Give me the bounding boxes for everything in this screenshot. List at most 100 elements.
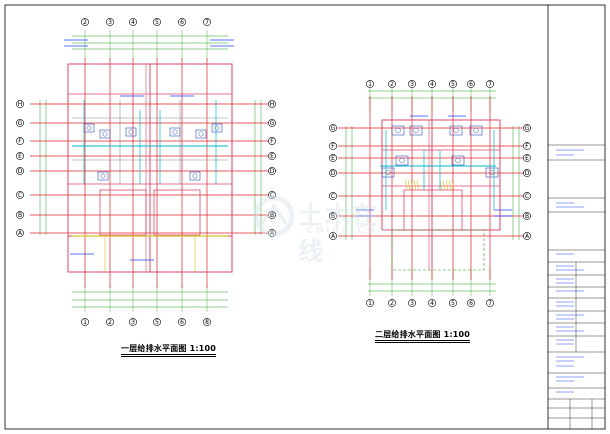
axis-label-B-circle <box>16 211 24 219</box>
fixture <box>125 127 137 137</box>
fixture <box>211 123 223 133</box>
fixture-basin <box>192 173 198 179</box>
axis-label-B-circle <box>268 211 276 219</box>
axis-label-G: G <box>331 125 336 132</box>
caption-underline <box>121 356 217 357</box>
plan2-caption-text: 二层给排水平面图 1:100 <box>375 330 471 339</box>
axis-label-5: 5 <box>451 300 455 307</box>
fixture <box>381 167 395 178</box>
axis-label-B-circle <box>523 212 531 220</box>
axis-label-7-circle <box>486 80 494 88</box>
axis-label-8-circle <box>203 318 211 326</box>
fixture <box>97 171 109 181</box>
axis-label-F: F <box>270 138 274 145</box>
caption-underline <box>375 340 471 341</box>
fixture-basin <box>489 169 495 176</box>
axis-label-C-circle <box>329 192 337 200</box>
axis-label-1-circle <box>366 80 374 88</box>
fixture-basin <box>473 127 479 134</box>
axis-label-E: E <box>18 153 22 160</box>
axis-label-5-circle <box>153 318 161 326</box>
axis-label-6: 6 <box>180 19 184 26</box>
axis-label-6: 6 <box>469 300 473 307</box>
axis-label-1-circle <box>81 318 89 326</box>
axis-label-A-circle <box>523 232 531 240</box>
fixture <box>391 125 405 136</box>
fixture-basin <box>128 129 134 135</box>
axis-label-A-circle <box>16 229 24 237</box>
axis-label-A-circle <box>329 232 337 240</box>
axis-label-E-circle <box>523 154 531 162</box>
axis-label-3-circle <box>408 80 416 88</box>
axis-label-4-circle <box>129 18 137 26</box>
stair-hatch <box>448 179 452 191</box>
axis-label-B: B <box>331 213 335 220</box>
axis-label-H-circle <box>16 100 24 108</box>
axis-label-2: 2 <box>390 300 394 307</box>
axis-label-E: E <box>270 153 274 160</box>
stair-hatch <box>451 179 455 191</box>
fixture <box>485 167 499 178</box>
axis-label-H: H <box>18 101 23 108</box>
axis-label-5: 5 <box>155 319 159 326</box>
fixture-basin <box>395 127 401 134</box>
axis-label-C: C <box>18 192 22 199</box>
axis-label-E: E <box>331 155 335 162</box>
fixture-basin <box>86 125 92 131</box>
axis-label-3: 3 <box>131 319 135 326</box>
fixture-basin <box>455 157 461 164</box>
stair-hatch <box>404 179 408 191</box>
axis-label-G-circle <box>523 124 531 132</box>
axis-label-5-circle <box>153 18 161 26</box>
axis-label-1: 1 <box>83 319 87 326</box>
fixture <box>195 129 207 139</box>
axis-label-3-circle <box>129 318 137 326</box>
axis-label-4: 4 <box>430 81 434 88</box>
axis-label-6-circle <box>178 318 186 326</box>
fixture <box>189 171 201 181</box>
fixture <box>451 155 465 166</box>
room <box>99 189 147 236</box>
axis-label-D-circle <box>268 167 276 175</box>
axis-label-E-circle <box>16 152 24 160</box>
axis-label-H-circle <box>268 100 276 108</box>
stair-hatch <box>445 179 449 191</box>
axis-label-D: D <box>525 170 530 177</box>
axis-label-G-circle <box>268 119 276 127</box>
axis-label-A-circle <box>268 229 276 237</box>
stair-hatch <box>442 179 446 191</box>
axis-label-F-circle <box>268 137 276 145</box>
caption-underline <box>121 354 217 355</box>
axis-label-3-circle <box>408 299 416 307</box>
fixture <box>395 155 409 166</box>
axis-label-2: 2 <box>108 319 112 326</box>
fixture <box>469 125 483 136</box>
stair-hatch <box>413 179 417 191</box>
axis-label-G: G <box>18 120 23 127</box>
axis-label-7-circle <box>486 299 494 307</box>
axis-label-A: A <box>525 233 530 240</box>
axis-label-E-circle <box>329 154 337 162</box>
axis-label-A: A <box>18 230 23 237</box>
axis-label-A: A <box>270 230 275 237</box>
axis-label-C-circle <box>523 192 531 200</box>
axis-label-6: 6 <box>469 81 473 88</box>
axis-label-4: 4 <box>131 19 135 26</box>
axis-label-8: 8 <box>205 319 209 326</box>
room <box>153 189 201 236</box>
axis-label-D: D <box>331 170 336 177</box>
axis-label-A: A <box>331 233 336 240</box>
axis-label-2: 2 <box>390 81 394 88</box>
axis-label-5: 5 <box>451 81 455 88</box>
axis-label-D-circle <box>523 169 531 177</box>
axis-label-5: 5 <box>155 19 159 26</box>
axis-label-7-circle <box>203 18 211 26</box>
axis-label-3: 3 <box>410 300 414 307</box>
fixture-basin <box>453 127 459 134</box>
axis-label-F-circle <box>523 142 531 150</box>
axis-label-F: F <box>525 143 529 150</box>
axis-label-B-circle <box>329 212 337 220</box>
axis-label-1: 1 <box>368 81 372 88</box>
axis-label-7: 7 <box>488 300 492 307</box>
